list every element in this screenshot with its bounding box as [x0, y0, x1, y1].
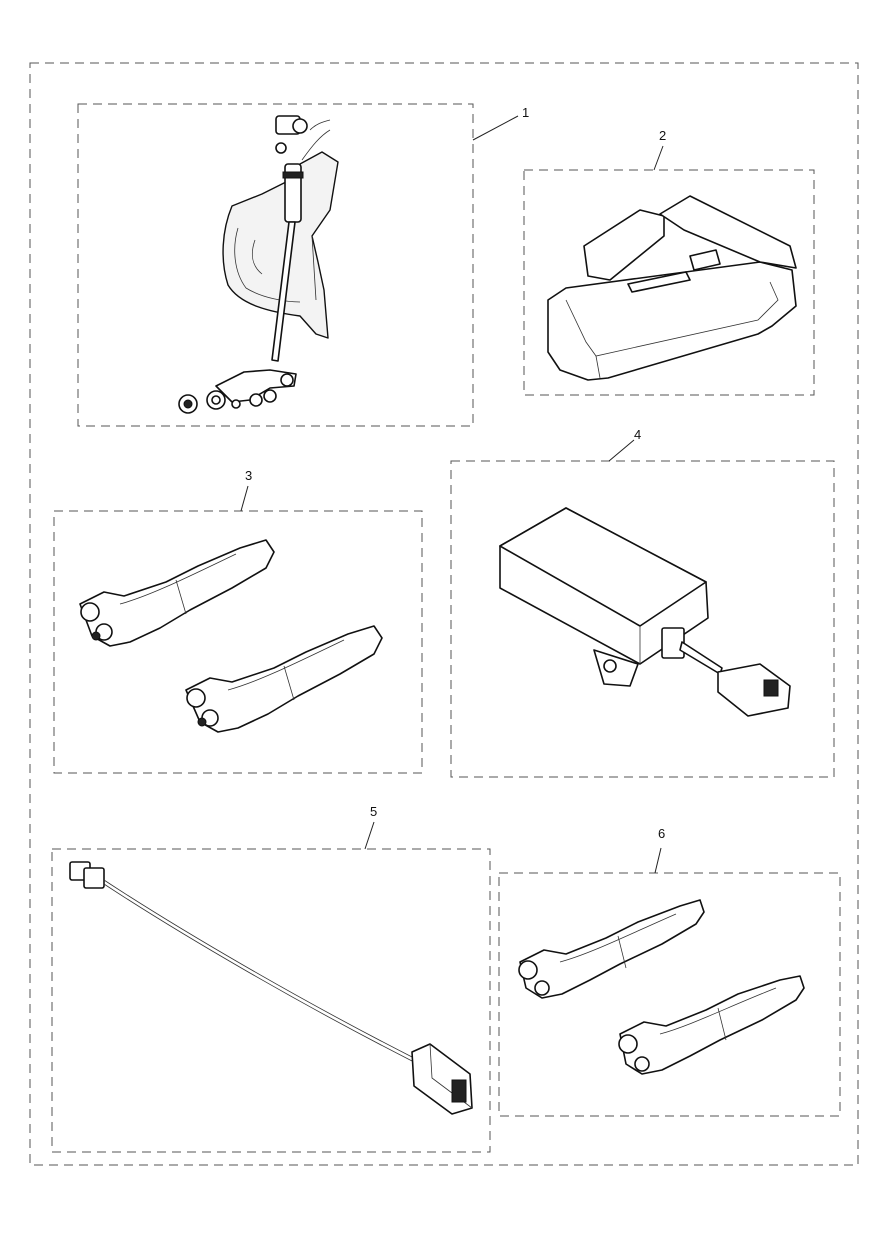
panel-6 [498, 872, 841, 1117]
panel-2 [523, 169, 815, 396]
indicator-pair-icon [79, 539, 383, 733]
callout-6: 6 [658, 826, 665, 841]
wiring-harness-icon [69, 861, 473, 1115]
indicator-pair-icon [518, 899, 805, 1075]
leader-2 [653, 145, 664, 171]
callout-5: 5 [370, 804, 377, 819]
panel-3 [53, 510, 423, 774]
callout-1: 1 [522, 105, 529, 120]
leader-1 [472, 115, 519, 141]
callout-4: 4 [634, 427, 641, 442]
panel-4 [450, 460, 835, 778]
leader-3 [240, 485, 249, 512]
callout-3: 3 [245, 468, 252, 483]
headlight-bracket-assembly-icon [178, 115, 339, 414]
rubber-cover-boot-icon [547, 195, 797, 381]
leader-5 [364, 821, 375, 850]
outer-frame [29, 62, 859, 1166]
leader-4 [608, 439, 635, 462]
control-module-icon [499, 507, 791, 717]
panel-1 [77, 103, 474, 427]
leader-6 [654, 847, 662, 874]
callout-2: 2 [659, 128, 666, 143]
panel-5 [51, 848, 491, 1153]
